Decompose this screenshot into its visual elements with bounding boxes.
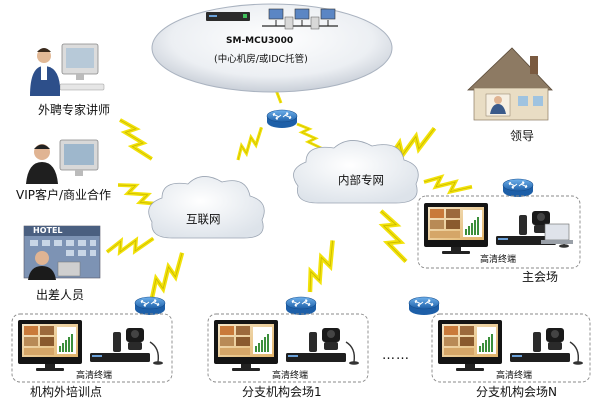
router-icon-training [134, 296, 166, 316]
branchN-site-label: 分支机构会场N [476, 385, 557, 399]
internet-cloud [148, 176, 265, 239]
main-site [417, 195, 581, 269]
internet-label: 互联网 [186, 212, 221, 226]
training-site-terminal-label: 高清终端 [76, 371, 113, 381]
leader-label: 领导 [510, 129, 535, 143]
router-icon-mcu [266, 109, 298, 129]
travel-label: 出差人员 [36, 288, 85, 302]
more-sites-ellipsis: …… [382, 348, 410, 363]
bolt-private-net-to-main-router [422, 175, 474, 194]
hotel-travel-icon [23, 225, 101, 280]
router-icon-branchN [408, 296, 440, 316]
main-site-terminal-label: 高清终端 [480, 255, 517, 265]
expert-label: 外聘专家讲师 [38, 103, 111, 117]
branchN-site-terminal-label: 高清终端 [496, 371, 533, 381]
bolt-router-to-internet [232, 121, 267, 166]
private-net-cloud [293, 140, 419, 204]
branch1-site-label: 分支机构会场1 [242, 385, 322, 399]
bolt-private-net-to-branchN-router [372, 208, 416, 264]
bolt-expert-to-internet [113, 116, 159, 162]
bolt-internet-to-training-router [147, 248, 187, 303]
mcu-location-label: (中心机房/或IDC托管) [214, 54, 308, 65]
vip-client-icon [26, 139, 99, 184]
mcu-device-icon [206, 12, 250, 21]
bolt-private-net-to-branch1-router [305, 237, 338, 295]
branch1-site-terminal [213, 319, 360, 372]
hotel-sign: HOTEL [33, 226, 63, 235]
training-site-label: 机构外培训点 [30, 385, 103, 399]
leader-house-icon [467, 47, 553, 121]
private-net-label: 内部专网 [338, 173, 384, 187]
bolt-travel-to-internet [103, 227, 158, 263]
expert-lecturer-icon [30, 43, 105, 96]
router-icon-branch1 [285, 296, 317, 316]
branch1-site [207, 313, 369, 383]
branchN-site-terminal [437, 319, 584, 372]
branch1-site-terminal-label: 高清终端 [272, 371, 309, 381]
main-site-label: 主会场 [522, 270, 559, 284]
training-site [11, 313, 173, 383]
lan-switch-icon [262, 8, 338, 30]
mcu-model-label: SM-MCU3000 [226, 36, 294, 46]
mcu-center [151, 3, 393, 93]
router-icon-main [502, 178, 534, 198]
main-site-laptop-icon [541, 223, 573, 244]
training-site-terminal [17, 319, 164, 372]
branchN-site [431, 313, 591, 383]
vip-label: VIP客户/商业合作 [16, 188, 112, 202]
